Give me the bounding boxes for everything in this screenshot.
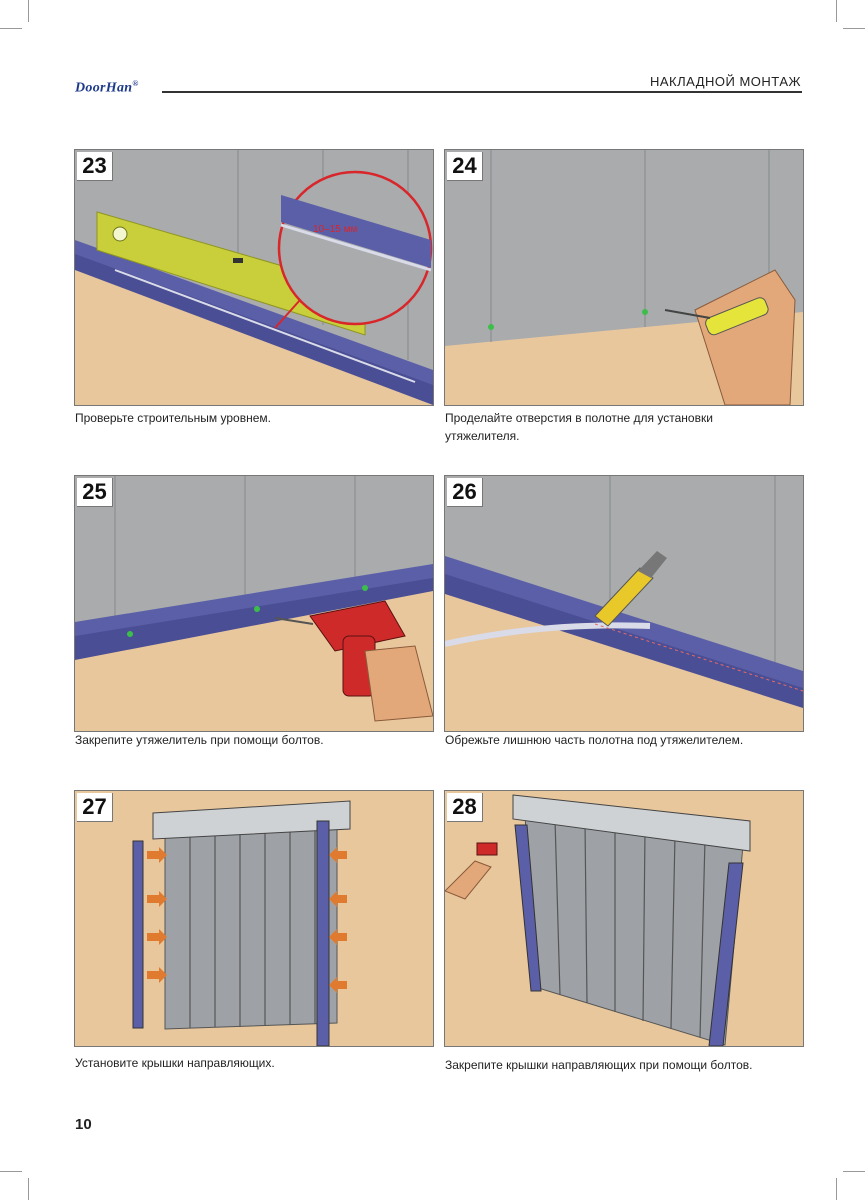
crop-mark	[28, 1178, 29, 1200]
step-number: 28	[447, 793, 483, 822]
step-27-caption: Установите крышки направляющих.	[75, 1056, 275, 1070]
step-24-caption: Проделайте отверстия в полотне для устан…	[445, 411, 713, 443]
crop-mark	[0, 28, 22, 29]
crop-mark	[28, 0, 29, 22]
crop-mark	[843, 28, 865, 29]
step-number: 25	[77, 478, 113, 507]
step-25-caption: Закрепите утяжелитель при помощи болтов.	[75, 733, 324, 747]
bolt-fixing-drawing	[75, 476, 433, 722]
brand-logo: DoorHan®	[75, 79, 139, 96]
section-title: НАКЛАДНОЙ МОНТАЖ	[649, 74, 801, 89]
step-28-caption: Закрепите крышки направляющих при помощи…	[445, 1058, 753, 1072]
step-number: 27	[77, 793, 113, 822]
crop-mark	[836, 1178, 837, 1200]
level-check-drawing: 10–15 мм	[75, 150, 433, 405]
step-24-illustration: 24	[444, 149, 804, 406]
header-rule	[162, 91, 802, 93]
step-number: 26	[447, 478, 483, 507]
step-number: 24	[447, 152, 483, 181]
step-23-caption: Проверьте строительным уровнем.	[75, 411, 271, 425]
crop-mark	[0, 1171, 22, 1172]
fix-guide-covers-drawing	[445, 791, 803, 1046]
gap-callout: 10–15 мм	[313, 224, 357, 235]
page-number: 10	[75, 1116, 92, 1133]
step-27-illustration: 27	[74, 790, 434, 1047]
step-26-caption: Обрежьте лишнюю часть полотна под утяжел…	[445, 733, 744, 747]
crop-mark	[843, 1171, 865, 1172]
guide-covers-drawing	[75, 791, 433, 1046]
step-25-illustration: 25	[74, 475, 434, 732]
step-number: 23	[77, 152, 113, 181]
trim-curtain-drawing	[445, 476, 803, 708]
step-23-illustration: 23 10–15 мм	[74, 149, 434, 406]
crop-mark	[836, 0, 837, 22]
step-28-illustration: 28	[444, 790, 804, 1047]
drill-holes-drawing	[445, 150, 803, 405]
step-26-illustration: 26	[444, 475, 804, 732]
